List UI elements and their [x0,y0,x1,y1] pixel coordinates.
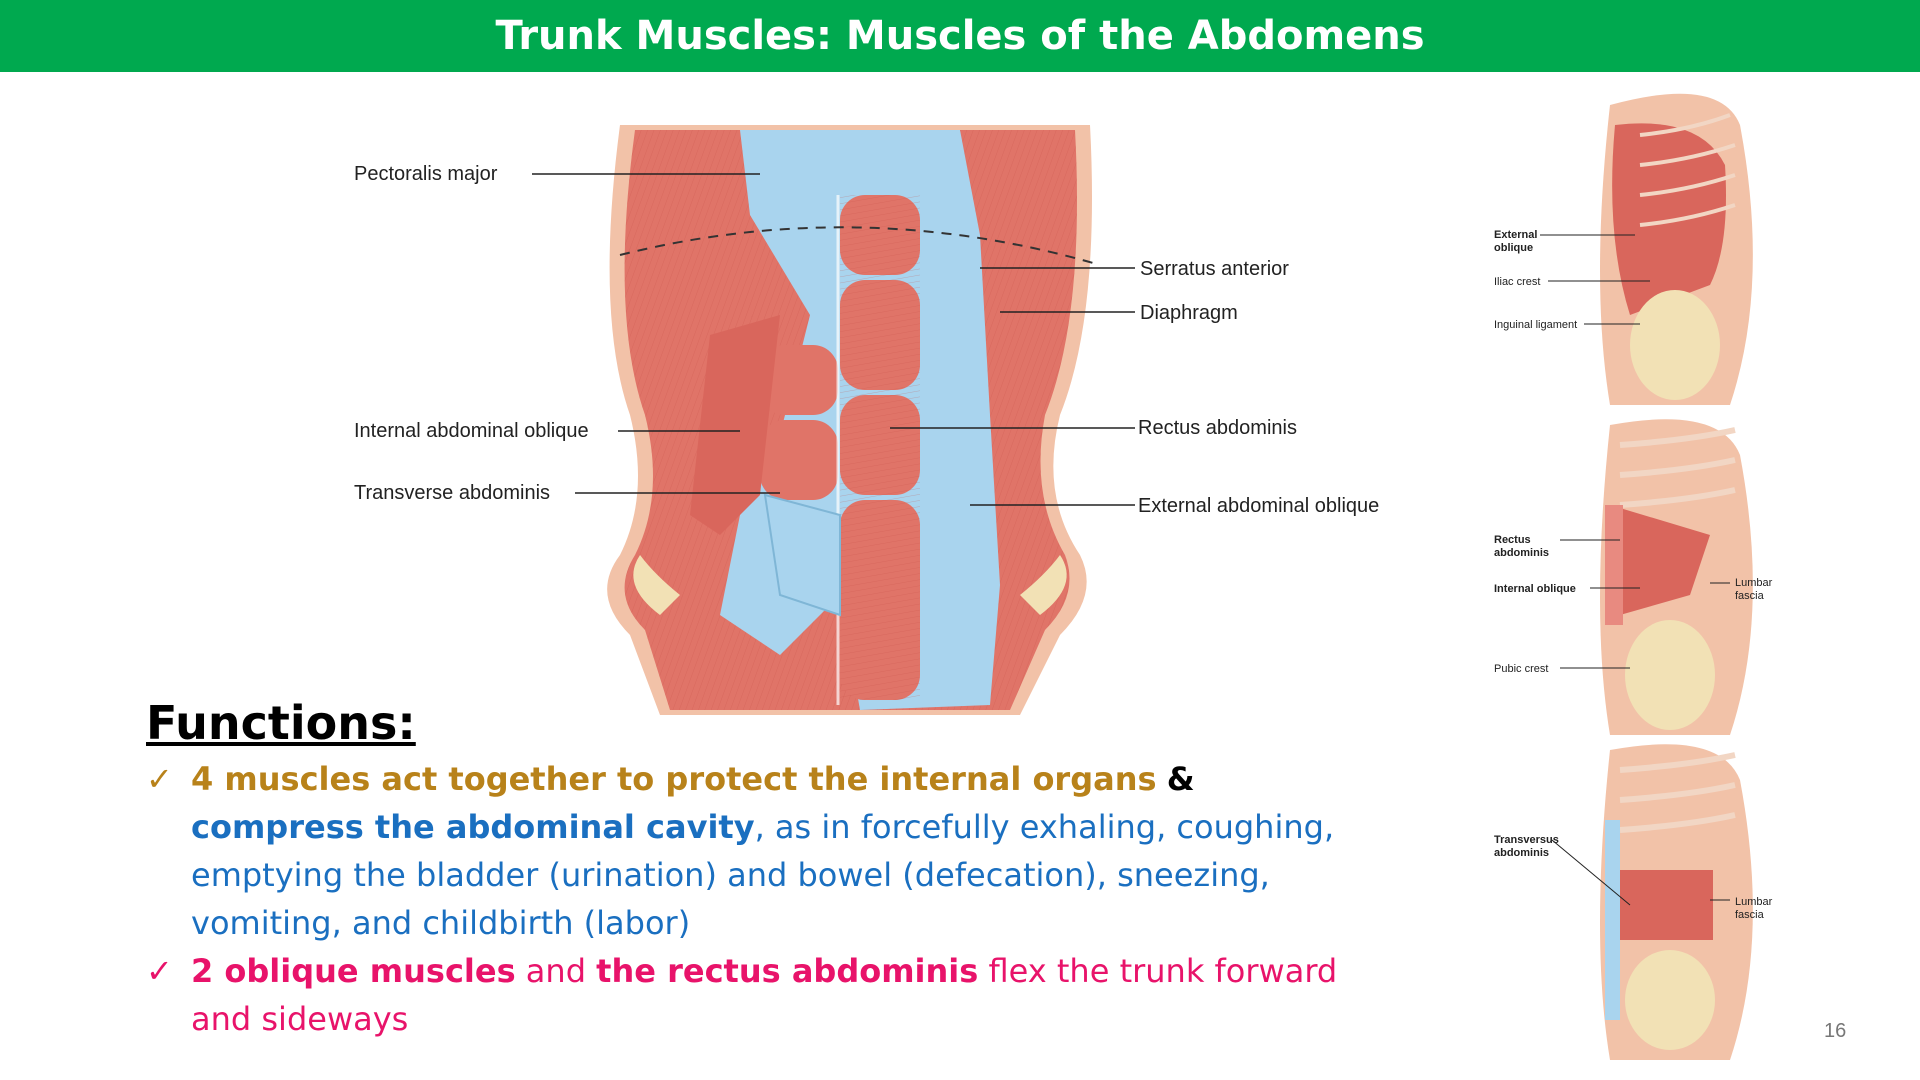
label-iliac-crest: Iliac crest [1494,276,1540,288]
label-transverse-abdominis: Transverse abdominis [354,482,550,504]
item1-protect: 4 muscles act together to protect the in… [191,760,1157,798]
label-rectus: Rectus [1494,534,1531,546]
title-bar: Trunk Muscles: Muscles of the Abdomens [0,0,1920,72]
label-fascia: fascia [1735,909,1765,921]
item2-rectus: the rectus abdominis [596,952,979,990]
slide-title: Trunk Muscles: Muscles of the Abdomens [495,13,1425,59]
checkmark-icon: ✓ [146,760,173,798]
label-lumbar: Lumbar [1735,896,1773,908]
side-figure-transversus: Transversus abdominis Lumbar fascia [1494,744,1773,1060]
label-internal-oblique: Internal oblique [1494,583,1576,595]
item2-and: and [525,952,586,990]
label-internal-abdominal-oblique: Internal abdominal oblique [354,420,589,442]
label-external-abdominal-oblique: External abdominal oblique [1138,495,1379,517]
label-transversus: Transversus [1494,834,1559,846]
page-number: 16 [1824,1020,1847,1042]
function-item-1: ✓ 4 muscles act together to protect the … [146,755,1376,947]
side-figure-external-oblique: External oblique Iliac crest Inguinal li… [1494,93,1753,405]
label-diaphragm: Diaphragm [1140,302,1238,324]
functions-heading: Functions: [146,696,416,750]
function-item-2: ✓ 2 oblique muscles and the rectus abdom… [146,947,1376,1043]
item1-examples: , as in forcefully exhaling, coughing, e… [191,808,1335,942]
checkmark-icon: ✓ [146,952,173,990]
side-figure-internal-oblique: Rectus abdominis Internal oblique Lumbar… [1494,419,1773,735]
label-lumbar: Lumbar [1735,577,1773,589]
label-oblique: oblique [1494,242,1533,254]
label-pectoralis-major: Pectoralis major [354,163,498,185]
item1-amp: & [1166,760,1195,798]
label-inguinal-ligament: Inguinal ligament [1494,319,1577,331]
label-pubic-crest: Pubic crest [1494,663,1548,675]
label-abdominis: abdominis [1494,847,1549,859]
item2-flex: flex the trunk forward and sideways [191,952,1338,1038]
abdominal-muscles-illustration: Pectoralis major Serratus anterior Diaph… [354,125,1379,715]
functions-list: ✓ 4 muscles act together to protect the … [146,755,1376,1043]
label-external: External [1494,229,1537,241]
label-serratus-anterior: Serratus anterior [1140,258,1289,280]
label-abdominis: abdominis [1494,547,1549,559]
internal-oblique [690,315,780,535]
item2-obliques: 2 oblique muscles [191,952,516,990]
transverse-abdominis [763,493,841,617]
item1-compress: compress the abdominal cavity [191,808,755,846]
label-rectus-abdominis: Rectus abdominis [1138,417,1297,439]
rectus-abdominis [760,195,920,705]
label-fascia: fascia [1735,590,1765,602]
